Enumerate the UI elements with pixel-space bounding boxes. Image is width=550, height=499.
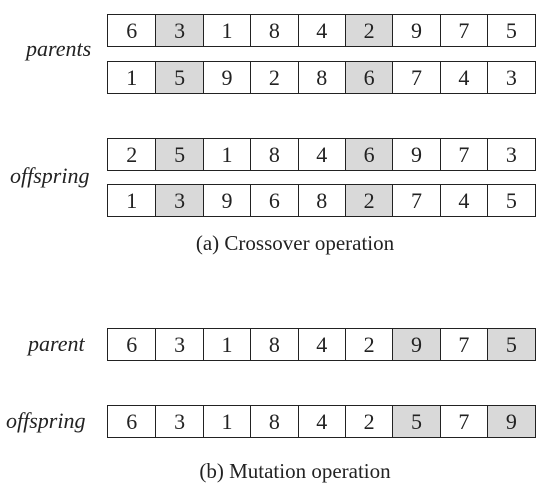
gene-cell: 3 — [487, 62, 535, 93]
gene-cell: 4 — [439, 185, 488, 216]
gene-cell: 1 — [108, 185, 156, 216]
gene-cell: 5 — [487, 329, 535, 360]
crossover-caption: (a) Crossover operation — [195, 231, 395, 255]
gene-cell: 3 — [487, 139, 535, 170]
gene-cell: 6 — [344, 139, 393, 170]
gene-cell: 7 — [392, 185, 440, 216]
gene-cell: 4 — [297, 15, 345, 46]
offspring-label: offspring — [10, 163, 90, 188]
gene-cell: 9 — [392, 15, 440, 46]
gene-cell: 7 — [392, 62, 440, 93]
gene-cell: 9 — [487, 406, 535, 437]
gene-cell: 6 — [250, 185, 298, 216]
gene-cell: 4 — [297, 139, 345, 170]
parent-label: parent — [28, 331, 85, 356]
gene-cell: 8 — [297, 62, 345, 93]
gene-cell: 4 — [297, 329, 345, 360]
gene-cell: 2 — [344, 406, 393, 437]
gene-cell: 7 — [439, 15, 488, 46]
gene-cell: 8 — [250, 15, 298, 46]
gene-cell: 2 — [250, 62, 298, 93]
gene-cell: 2 — [344, 329, 393, 360]
gene-cell: 3 — [155, 185, 203, 216]
gene-cell: 9 — [202, 185, 251, 216]
gene-cell: 2 — [108, 139, 156, 170]
gene-cell: 5 — [155, 139, 203, 170]
gene-cell: 5 — [155, 62, 203, 93]
gene-cell: 9 — [392, 329, 440, 360]
gene-cell: 6 — [108, 406, 156, 437]
gene-cell: 1 — [108, 62, 156, 93]
gene-cell: 7 — [439, 139, 488, 170]
gene-cell: 6 — [108, 329, 156, 360]
gene-cell: 7 — [439, 329, 488, 360]
gene-cell: 1 — [202, 139, 251, 170]
gene-cell: 7 — [439, 406, 488, 437]
mutation-caption: (b) Mutation operation — [199, 459, 391, 483]
gene-cell: 2 — [344, 185, 393, 216]
gene-cell: 5 — [392, 406, 440, 437]
gene-cell: 1 — [202, 329, 251, 360]
gene-cell: 1 — [202, 15, 251, 46]
gene-cell: 1 — [202, 406, 251, 437]
gene-cell: 6 — [108, 15, 156, 46]
gene-cell: 4 — [439, 62, 488, 93]
gene-cell: 9 — [202, 62, 251, 93]
gene-cell: 5 — [487, 15, 535, 46]
gene-cell: 5 — [487, 185, 535, 216]
gene-cell: 8 — [250, 406, 298, 437]
gene-cell: 8 — [297, 185, 345, 216]
gene-cell: 3 — [155, 406, 203, 437]
gene-cell: 4 — [297, 406, 345, 437]
parents-label: parents — [26, 36, 92, 61]
mutation-offspring-label: offspring — [6, 408, 86, 433]
gene-cell: 3 — [155, 329, 203, 360]
gene-cell: 8 — [250, 329, 298, 360]
gene-cell: 8 — [250, 139, 298, 170]
gene-cell: 9 — [392, 139, 440, 170]
gene-cell: 6 — [344, 62, 393, 93]
gene-cell: 3 — [155, 15, 203, 46]
gene-cell: 2 — [344, 15, 393, 46]
